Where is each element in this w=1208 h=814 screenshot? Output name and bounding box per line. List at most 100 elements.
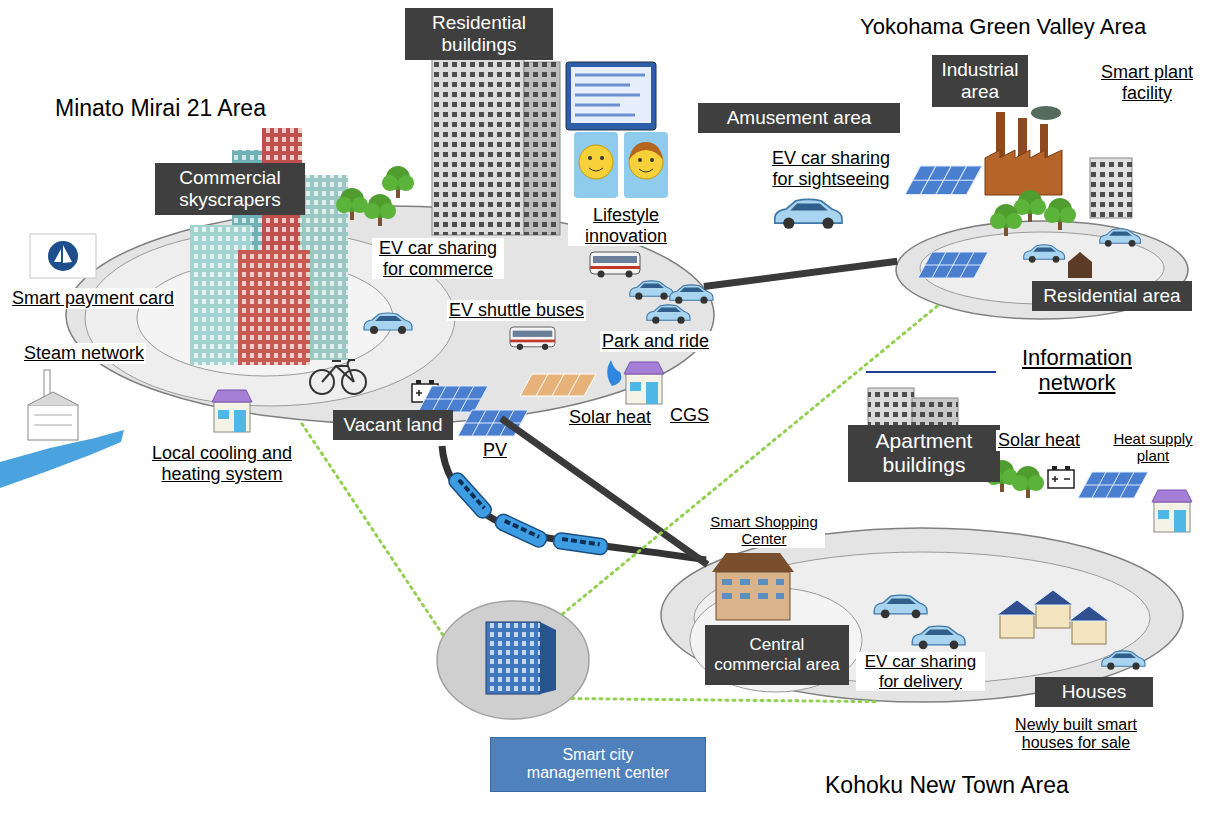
transport-link [501, 418, 707, 564]
hub-circle [436, 600, 590, 720]
car [364, 313, 412, 334]
house-roof-panel [1033, 590, 1073, 605]
smile [639, 169, 653, 172]
train-car [493, 512, 549, 549]
office-side [540, 622, 556, 694]
hub-node: Smart city management center [436, 600, 590, 720]
tag-box: Industrial area [932, 55, 1028, 107]
label-anchor: Park and ride [600, 331, 711, 352]
tree [382, 166, 414, 198]
tag-box: Central commercial area [705, 625, 849, 685]
tag-box: Apartment buildings [848, 425, 1000, 482]
tag-text: Central commercial area [712, 635, 842, 674]
outline [661, 528, 1183, 702]
area-title: Kohoku New Town Area [825, 772, 1069, 798]
card-logo [48, 241, 78, 271]
cogeneration-plant [624, 362, 664, 404]
feature-label: CGS [668, 405, 711, 426]
feature-label: Smart payment card [10, 288, 176, 309]
train-car [446, 470, 494, 521]
smart-house [1033, 590, 1073, 628]
solar-panel [1078, 472, 1148, 498]
feature-label: Smart plant facility [1096, 62, 1198, 103]
information-link [300, 421, 443, 635]
legend-entry: Information network [1010, 345, 1144, 396]
feature-label: PV [481, 440, 509, 461]
bus [590, 252, 640, 278]
smile [589, 168, 603, 171]
feature-label: EV car sharing for sightseeing [765, 148, 897, 189]
shuttle-bus [510, 327, 555, 350]
heat-panel-grid [536, 374, 580, 396]
car [912, 626, 965, 649]
car [1100, 229, 1141, 247]
tag-text: Industrial area [939, 59, 1021, 103]
railway-track [442, 446, 706, 560]
tree [990, 204, 1022, 236]
center-banner: Smart city management center [490, 737, 706, 792]
label-anchor: EV car sharing for commerce [372, 238, 504, 279]
eye [588, 156, 592, 160]
feature-label: Newly built smart houses for sale [995, 716, 1157, 753]
face [579, 145, 613, 179]
apartment-block [1090, 158, 1132, 218]
solar-panel [905, 166, 982, 195]
tag-box: Residential buildings [405, 8, 553, 60]
smart-house [997, 600, 1037, 638]
eye [650, 158, 654, 162]
apartment-block [524, 62, 560, 235]
feature-label: Solar heat [567, 407, 653, 428]
solar-panel [918, 252, 988, 278]
avatar-frame [624, 132, 668, 198]
label-anchor: Local cooling and heating system [140, 443, 304, 484]
hair [629, 142, 663, 160]
label-anchor: Solar heat [996, 430, 1082, 451]
connector-group [300, 261, 938, 701]
battery [1048, 466, 1074, 488]
mall-roof [712, 553, 794, 572]
house-wall [1072, 620, 1106, 644]
heat-panel-face [520, 374, 596, 396]
tree [364, 194, 396, 226]
feature-label: Smart Shopping Center [703, 513, 825, 548]
apartment-windows [432, 48, 524, 235]
car [647, 305, 690, 324]
screen-content [575, 75, 645, 115]
factory [985, 150, 1062, 195]
feature-label: Solar heat [996, 430, 1082, 451]
monitor [566, 62, 656, 130]
tree [1012, 466, 1044, 498]
office-windows [486, 622, 540, 694]
tag-text: Houses [1042, 681, 1146, 703]
car [630, 281, 673, 300]
house-roof-panel [997, 600, 1037, 615]
label-anchor: Smart payment card [10, 288, 176, 309]
house [1068, 252, 1092, 278]
steam-plant-roof [28, 392, 78, 405]
tag-box: Houses [1035, 677, 1153, 707]
feature-label: Heat supply plant [1106, 430, 1200, 465]
label-anchor: Steam network [22, 343, 146, 364]
outline [66, 206, 714, 424]
tag-box: Commercial skyscrapers [155, 163, 305, 215]
card-logo-sail [54, 249, 61, 262]
train-body [553, 532, 609, 555]
skyscraper [238, 250, 310, 365]
office-tower [486, 622, 540, 694]
label-anchor: CGS [668, 405, 711, 426]
train-windows [459, 480, 484, 508]
eye [600, 156, 604, 160]
sightseeing-car [775, 199, 842, 228]
car [1024, 245, 1065, 263]
house-roof-panel [1069, 606, 1109, 621]
label-anchor: Smart Shopping Center [703, 513, 825, 548]
legend-line-sample [866, 371, 996, 373]
train-body [493, 512, 549, 549]
house-wall [1036, 604, 1070, 628]
steam-plant [28, 405, 78, 440]
apartment-windows [1090, 158, 1132, 218]
feature-label: Park and ride [600, 331, 711, 352]
label-anchor: Heat supply plant [1106, 430, 1200, 465]
gas-flame [607, 360, 621, 386]
